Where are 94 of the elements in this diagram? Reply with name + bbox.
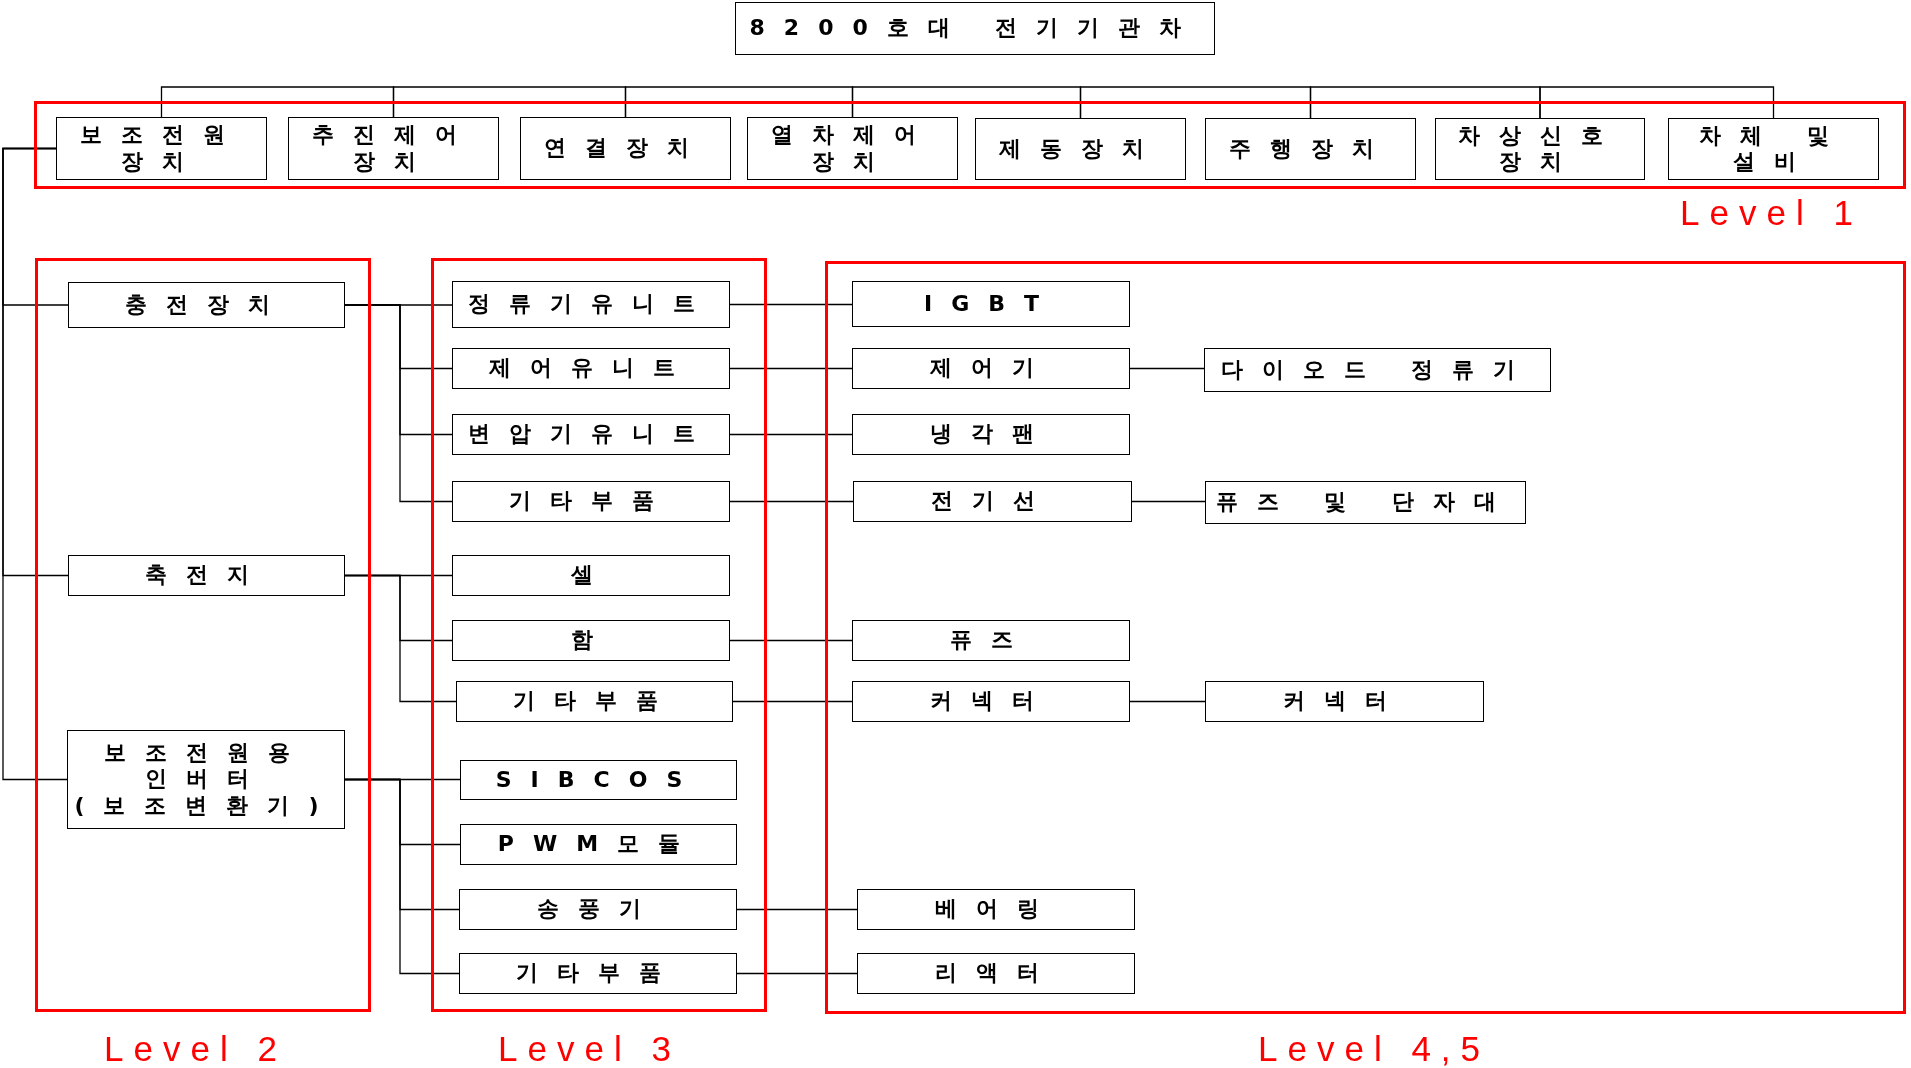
connector-line [1539, 86, 1775, 119]
box-label: SIBCOS [495, 766, 702, 794]
box-label: 축전지 [145, 562, 268, 589]
box-label: 보조전원 장치 [78, 122, 245, 175]
level-label: Level 4,5 [1258, 1031, 1491, 1066]
box-label: 다이오드 정류기 [1220, 356, 1535, 384]
component-box [68, 555, 345, 596]
connector-line [729, 500, 854, 503]
box-label: 8200호대 전기기관차 [749, 15, 1201, 42]
connector-line [2, 147, 68, 781]
box-label: 차상신호 장치 [1457, 122, 1623, 176]
box-label: 제어유니트 [488, 355, 694, 382]
connector-line [624, 86, 854, 118]
component-box [857, 889, 1135, 930]
component-box [1205, 481, 1526, 524]
component-box [452, 348, 730, 389]
level-label: Level 1 [1680, 195, 1863, 230]
component-box [975, 118, 1186, 180]
box-label: 베어링 [934, 896, 1058, 923]
connector-line [344, 304, 453, 503]
component-box [452, 414, 730, 455]
box-label: 커넥터 [1283, 688, 1406, 715]
component-box [460, 760, 737, 800]
component-box [459, 953, 737, 994]
box-label: 기타부품 [516, 960, 680, 987]
box-label: 차체 및 설비 [1697, 122, 1850, 176]
component-box [520, 117, 731, 180]
component-box [452, 555, 730, 596]
box-label: 추진제어 장치 [310, 122, 477, 175]
connector-line [729, 639, 853, 642]
level-label: Level 3 [498, 1031, 681, 1066]
box-label: IGBT [924, 290, 1058, 318]
box-label: 셀 [570, 562, 612, 589]
box-label: 열차제어 장치 [769, 122, 936, 175]
connector-line [160, 86, 395, 118]
component-box [735, 2, 1215, 55]
component-box [853, 481, 1132, 522]
component-box [852, 281, 1130, 327]
connector-line [729, 303, 853, 306]
component-box [68, 282, 345, 328]
box-label: 퓨즈 및 단자대 [1215, 489, 1516, 516]
component-box [288, 117, 499, 180]
connector-line [729, 367, 853, 370]
component-box [56, 117, 267, 180]
component-box [747, 117, 958, 180]
box-label: 보조전원용 인버터 (보조변환기) [73, 739, 339, 820]
connector-line [392, 86, 627, 118]
box-label: 연결장치 [543, 135, 708, 162]
component-box [1205, 681, 1484, 722]
box-label: 정류기유니트 [468, 291, 714, 318]
box-label: 제동장치 [998, 135, 1163, 163]
box-label: 충전장치 [124, 291, 289, 319]
box-label: 전기선 [931, 488, 1054, 515]
component-box [460, 824, 737, 865]
component-box [452, 481, 730, 522]
connector-line [736, 908, 858, 911]
connector-line [1131, 500, 1206, 503]
box-label: 리액터 [934, 960, 1058, 987]
component-box [1205, 118, 1416, 180]
box-label: 퓨즈 [950, 627, 1032, 654]
box-label: PWM모듈 [497, 831, 700, 858]
component-box [1204, 348, 1551, 392]
box-label: 송풍기 [536, 896, 660, 923]
box-label: 주행장치 [1228, 135, 1393, 163]
component-box [1668, 118, 1879, 180]
connector-line [1129, 367, 1205, 370]
connector-line [729, 433, 853, 436]
connector-line [1129, 700, 1206, 703]
box-label: 함 [570, 627, 612, 654]
box-label: 냉각팬 [929, 421, 1053, 448]
connector-line [344, 778, 460, 975]
box-label: 제어기 [929, 355, 1053, 382]
component-box [857, 953, 1135, 994]
component-box [456, 681, 733, 722]
level-label: Level 2 [104, 1031, 287, 1066]
component-box [67, 730, 345, 829]
component-box [852, 414, 1130, 455]
connector-line [344, 574, 457, 703]
component-box [452, 281, 730, 328]
box-label: 기타부품 [512, 688, 677, 715]
box-label: 기타부품 [509, 488, 673, 515]
connector-line [736, 972, 858, 975]
box-label: 변압기유니트 [468, 421, 714, 448]
component-box [852, 348, 1130, 389]
connector-line [1079, 86, 1312, 119]
component-box [459, 889, 737, 930]
box-label: 커넥터 [929, 688, 1053, 715]
component-box [852, 681, 1130, 722]
connector-line [732, 700, 853, 703]
connector-line [1309, 86, 1541, 119]
component-box [1435, 118, 1645, 180]
component-box [852, 620, 1130, 661]
component-box [452, 620, 730, 661]
connector-line [851, 86, 1082, 119]
